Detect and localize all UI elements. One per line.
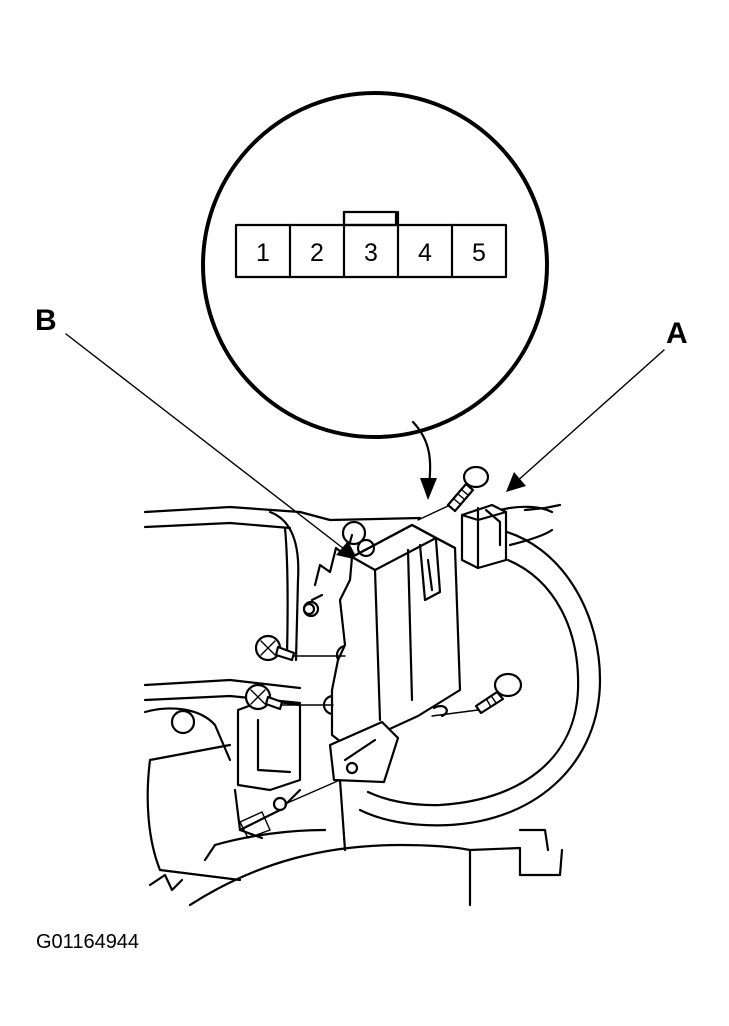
bolt-left-lower <box>244 683 334 711</box>
harness-connector-a <box>460 503 554 570</box>
callout-b-leader <box>65 333 349 553</box>
connector-pin-3: 3 <box>364 239 378 267</box>
figure-id: G01164944 <box>36 931 139 953</box>
connector-pin-2: 2 <box>310 239 324 267</box>
connector-pin-5: 5 <box>472 239 486 267</box>
control-unit-b <box>328 523 462 784</box>
mounting-screws <box>239 465 523 839</box>
screw-top <box>446 465 490 513</box>
bolt-bottom <box>239 779 341 839</box>
callout-b: B <box>35 304 358 560</box>
callout-a-arrowhead <box>506 472 526 492</box>
bolt-left-upper <box>254 634 346 662</box>
connector-lock-tab <box>342 210 398 227</box>
callout-a: A <box>506 317 688 492</box>
bolt-upper-small <box>302 602 316 616</box>
callout-a-label: A <box>666 317 688 350</box>
screw-right <box>474 672 523 715</box>
screw-alignment-lines <box>417 505 479 717</box>
magnifier-circle <box>201 91 549 439</box>
connector-pin-4: 4 <box>418 239 432 267</box>
magnifier-pointer-arrow <box>411 420 437 500</box>
connector-detail-view: 1 2 3 4 5 <box>201 91 549 439</box>
callout-a-leader <box>514 349 665 484</box>
connector-pin-1: 1 <box>256 239 270 267</box>
pin-labels: 1 2 3 4 5 <box>256 239 486 267</box>
callout-b-label: B <box>35 304 57 337</box>
